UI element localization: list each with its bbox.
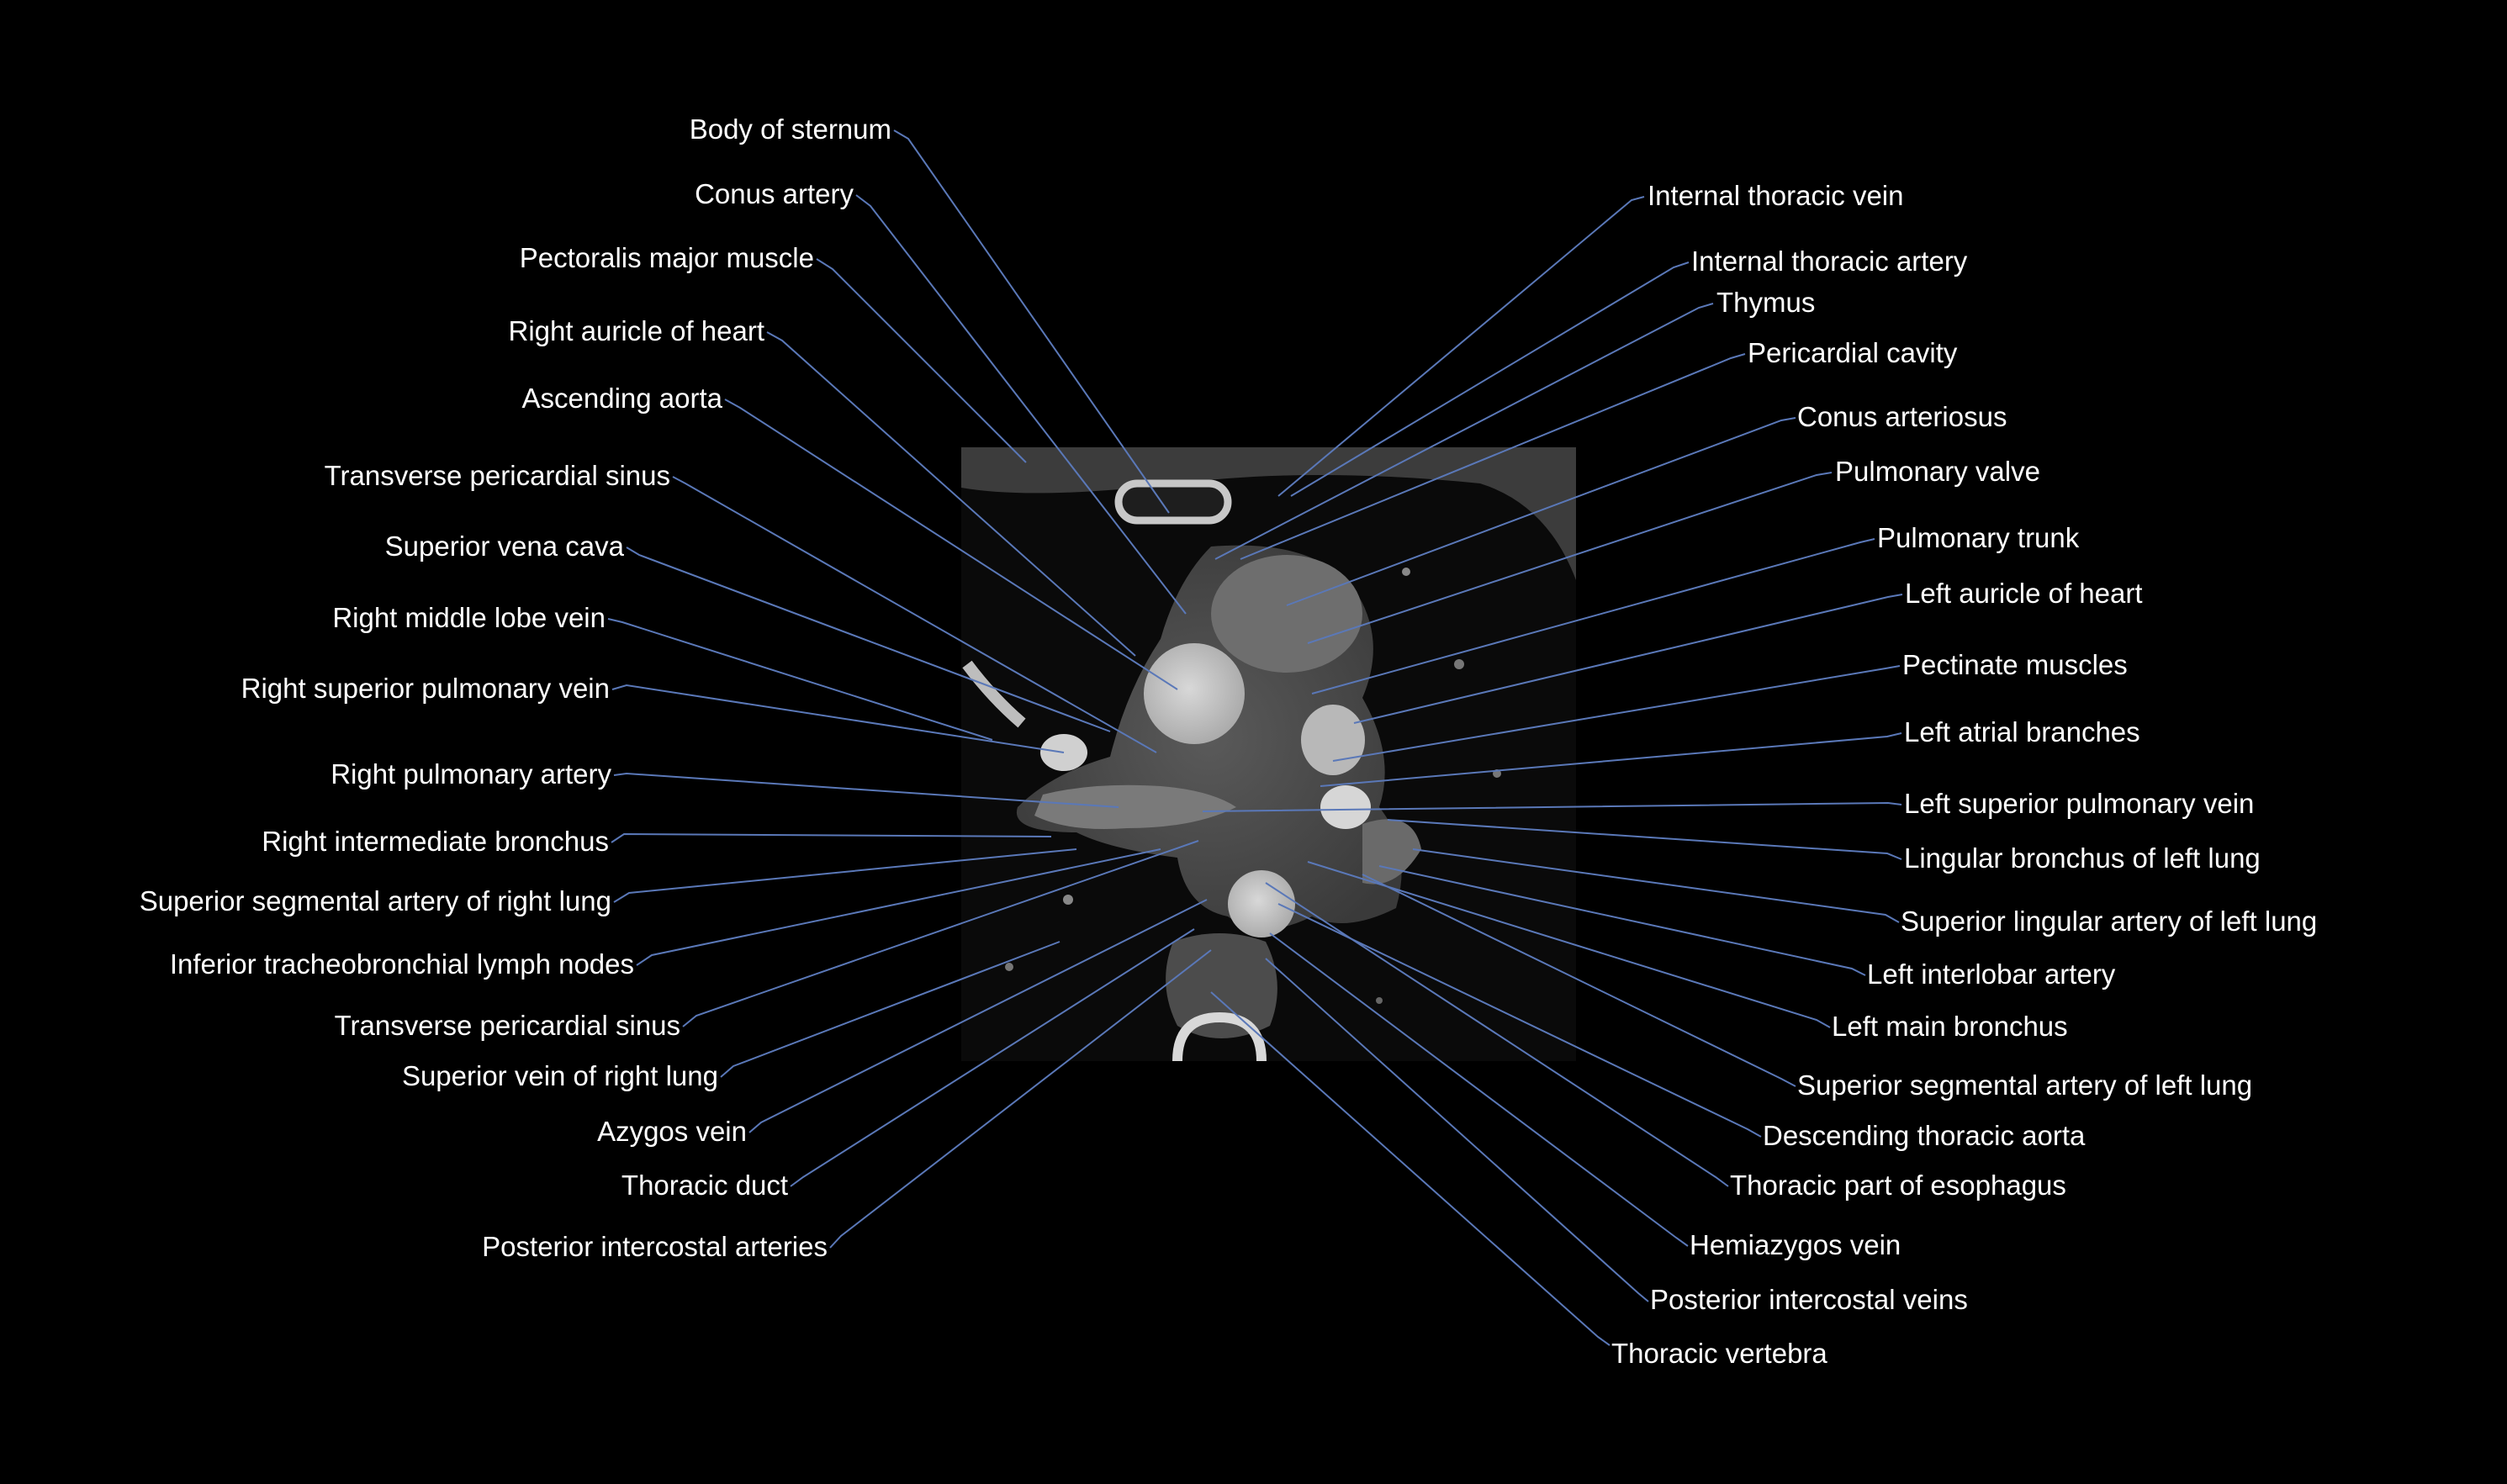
leader-pulmonary-valve	[1307, 472, 1833, 644]
leader-superior-lingular-artery	[1412, 848, 1900, 923]
left-hilum	[1362, 819, 1421, 885]
label-conus-artery: Conus artery	[695, 178, 854, 209]
leader-conus-artery	[855, 194, 1187, 615]
leader-right-auricle	[766, 331, 1136, 657]
label-right-superior-pulmonary-vein: Right superior pulmonary vein	[241, 673, 610, 704]
label-internal-thoracic-artery: Internal thoracic artery	[1691, 246, 1968, 277]
label-inferior-tracheobronchial-lymph-nodes: Inferior tracheobronchial lymph nodes	[169, 948, 634, 980]
leader-posterior-intercostal-veins	[1265, 958, 1649, 1302]
leader-superior-vena-cava	[626, 547, 1111, 732]
leader-pericardial-cavity	[1240, 353, 1746, 560]
leader-superior-vein-right-lung	[720, 941, 1060, 1078]
label-thymus: Thymus	[1716, 287, 1816, 318]
ascending-aorta-shape	[1144, 643, 1245, 744]
leader-left-interlobar-artery	[1378, 865, 1866, 976]
leader-left-auricle	[1353, 594, 1903, 724]
right-pulmonary-artery-shape	[1034, 784, 1236, 829]
sternum	[1114, 479, 1232, 525]
vertebral-body	[1166, 933, 1277, 1038]
leader-right-middle-lobe-vein	[607, 618, 993, 741]
label-superior-vein-of-right-lung: Superior vein of right lung	[401, 1060, 718, 1091]
leader-left-main-bronchus	[1307, 861, 1831, 1028]
label-left-main-bronchus: Left main bronchus	[1832, 1011, 2068, 1042]
leader-right-pulmonary-artery	[613, 772, 1119, 808]
label-thoracic-part-of-esophagus: Thoracic part of esophagus	[1730, 1170, 2066, 1201]
leader-left-atrial-branches	[1320, 732, 1902, 787]
label-posterior-intercostal-arteries: Posterior intercostal arteries	[482, 1231, 828, 1262]
left-superior-pulmonary-vein-shape	[1320, 785, 1371, 829]
label-body-of-sternum: Body of sternum	[689, 114, 891, 145]
label-superior-vena-cava: Superior vena cava	[384, 531, 624, 562]
label-superior-lingular-artery-of-left-lung: Superior lingular artery of left lung	[1901, 906, 2318, 937]
descending-aorta-shape	[1228, 870, 1295, 937]
leader-azygos-vein	[748, 899, 1208, 1133]
label-transverse-pericardial-sinus-2: Transverse pericardial sinus	[334, 1010, 680, 1041]
label-pectoralis-major-muscle: Pectoralis major muscle	[519, 242, 814, 273]
label-right-pulmonary-artery: Right pulmonary artery	[331, 758, 611, 790]
right-lung-vessel	[962, 660, 1026, 728]
leader-ascending-aorta	[724, 399, 1178, 690]
leader-right-intermediate-bronchus	[611, 832, 1052, 843]
label-right-intermediate-bronchus: Right intermediate bronchus	[262, 826, 609, 857]
leader-descending-thoracic-aorta	[1277, 903, 1762, 1138]
label-superior-segmental-artery-of-right-lung: Superior segmental artery of right lung	[139, 885, 611, 916]
leader-internal-thoracic-vein	[1277, 196, 1645, 497]
label-posterior-intercostal-veins: Posterior intercostal veins	[1650, 1284, 1968, 1315]
label-transverse-pericardial-sinus-1: Transverse pericardial sinus	[324, 460, 670, 491]
label-lingular-bronchus-of-left-lung: Lingular bronchus of left lung	[1904, 842, 2261, 874]
label-pulmonary-valve: Pulmonary valve	[1835, 456, 2040, 487]
leader-right-superior-pulmonary-vein	[611, 684, 1065, 753]
label-left-atrial-branches: Left atrial branches	[1904, 716, 2140, 747]
label-left-interlobar-artery: Left interlobar artery	[1867, 959, 2116, 990]
leader-superior-segmental-artery-right	[613, 848, 1077, 903]
leader-conus-arteriosus	[1286, 417, 1796, 606]
leader-inferior-tracheobronchial	[636, 848, 1161, 966]
label-internal-thoracic-vein: Internal thoracic vein	[1648, 180, 1904, 211]
label-left-superior-pulmonary-vein: Left superior pulmonary vein	[1904, 788, 2255, 819]
leader-pectoralis-major	[816, 258, 1027, 463]
label-conus-arteriosus: Conus arteriosus	[1797, 401, 2007, 432]
leader-lingular-bronchus	[1387, 819, 1902, 860]
label-pulmonary-trunk: Pulmonary trunk	[1877, 522, 2080, 553]
leader-transverse-sinus-2	[682, 840, 1199, 1027]
label-descending-thoracic-aorta: Descending thoracic aorta	[1763, 1120, 2086, 1151]
leader-thymus	[1214, 303, 1714, 560]
leader-left-superior-pulmonary-vein	[1202, 801, 1902, 812]
leader-thoracic-duct	[790, 928, 1195, 1187]
leader-internal-thoracic-artery	[1290, 261, 1690, 497]
label-pericardial-cavity: Pericardial cavity	[1748, 337, 1958, 368]
label-thoracic-vertebra: Thoracic vertebra	[1611, 1338, 1827, 1369]
pulmonary-trunk-shape	[1211, 555, 1362, 673]
label-pectinate-muscles: Pectinate muscles	[1902, 649, 2128, 680]
leader-pectinate-muscles	[1332, 665, 1901, 762]
leader-pulmonary-trunk	[1311, 538, 1875, 694]
leader-thoracic-vertebra	[1210, 991, 1611, 1346]
label-azygos-vein: Azygos vein	[597, 1116, 747, 1147]
leader-transverse-sinus-1	[672, 476, 1157, 753]
label-superior-segmental-artery-of-left-lung: Superior segmental artery of left lung	[1797, 1069, 2253, 1101]
label-hemiazygos-vein: Hemiazygos vein	[1690, 1229, 1901, 1260]
label-ascending-aorta: Ascending aorta	[521, 383, 723, 414]
label-left-auricle-of-heart: Left auricle of heart	[1905, 578, 2143, 609]
label-thoracic-duct: Thoracic duct	[621, 1170, 788, 1201]
label-right-auricle-of-heart: Right auricle of heart	[508, 315, 765, 346]
anterior-chest-wall	[961, 447, 1576, 580]
leader-thoracic-esophagus	[1265, 882, 1729, 1187]
leader-hemiazygos-vein	[1269, 932, 1689, 1247]
vertebral-arch	[1172, 1011, 1267, 1062]
leader-posterior-intercostal-arteries	[829, 949, 1212, 1249]
label-right-middle-lobe-vein: Right middle lobe vein	[332, 602, 606, 633]
leader-superior-segmental-artery-left	[1362, 874, 1796, 1087]
leader-body-of-sternum	[893, 129, 1170, 514]
